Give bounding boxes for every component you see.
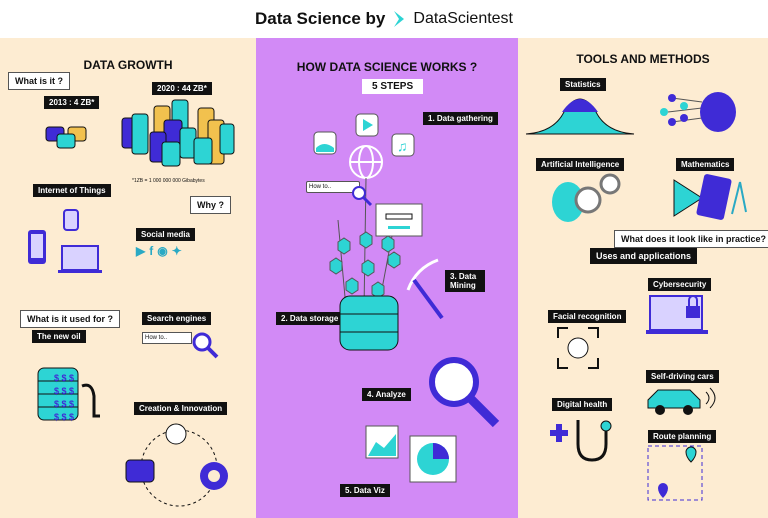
route-map-icon (647, 445, 703, 501)
neural-brain-icon (660, 92, 736, 132)
database-stack-large-icon (121, 99, 235, 167)
label-2020: 2020 : 44 ZB* (152, 82, 212, 95)
whatsapp-icon: ◉ (157, 244, 168, 258)
pickaxe-icon (406, 258, 444, 320)
page-title: Data Science by (254, 9, 386, 28)
how-data-science-works-panel: HOW DATA SCIENCE WORKS ? 5 STEPS 1. Data… (256, 38, 518, 518)
dollars-text: $ $ $$ $ $$ $ $$ $ $ (54, 373, 75, 422)
svg-text:♫: ♫ (397, 138, 408, 154)
label-self-driving-cars: Self-driving cars (646, 370, 719, 383)
bell-curve-icon (525, 98, 635, 135)
ai-brain-gears-icon (552, 173, 621, 222)
label-cybersecurity: Cybersecurity (648, 278, 712, 291)
footnote: *1ZB = 1 000 000 000 Gibabytes (132, 178, 205, 184)
what-is-it-bubble: What is it ? (8, 72, 70, 90)
social-icons: ▶f◉✦ (136, 244, 182, 258)
youtube-icon: ▶ (136, 244, 146, 258)
innovation-cycle-icon (125, 423, 228, 507)
step-5-label: 5. Data Viz (340, 484, 390, 497)
label-uses-applications: Uses and applications (590, 248, 698, 264)
used-for-bubble: What is it used for ? (20, 310, 121, 328)
stethoscope-icon (550, 420, 612, 462)
label-facial-recognition: Facial recognition (548, 310, 627, 323)
label-search-engines: Search engines (142, 312, 212, 325)
section-title: HOW DATA SCIENCE WORKS ? (296, 60, 478, 74)
data-growth-panel: DATA GROWTH What is it ? 2013 : 4 ZB* 20… (0, 38, 256, 518)
step-4-label: 4. Analyze (362, 388, 411, 401)
label-ai: Artificial Intelligence (536, 158, 625, 171)
twitter-icon: ✦ (171, 244, 182, 258)
label-digital-health: Digital health (552, 398, 613, 411)
practice-bubble: What does it look like in practice? (614, 230, 768, 248)
database-storage-icon (339, 295, 399, 351)
why-bubble: Why ? (190, 196, 231, 214)
cybersecurity-laptop-icon (646, 295, 708, 334)
magnifier-icon (352, 186, 373, 207)
facebook-icon: f (149, 244, 154, 258)
label-creation-innovation: Creation & Innovation (134, 402, 228, 415)
analyze-magnifier-icon (429, 357, 500, 428)
data-viz-charts-icon (365, 425, 457, 483)
data-gathering-graphic: ♫ (313, 113, 423, 331)
label-2013: 2013 : 4 ZB* (44, 96, 100, 109)
search-input: How to.. (142, 332, 192, 344)
step-2-label: 2. Data storage (276, 312, 344, 325)
math-tools-icon (673, 174, 747, 220)
datascientest-logo-icon (394, 11, 405, 27)
label-iot: Internet of Things (33, 184, 111, 197)
label-mathematics: Mathematics (676, 158, 735, 171)
iot-devices-icon (28, 209, 102, 273)
search-input: How to.. (306, 181, 360, 193)
steps-label: 5 STEPS (362, 79, 424, 94)
step-3-label: 3. Data Mining (445, 270, 485, 292)
step-1-label: 1. Data gathering (423, 112, 498, 125)
label-statistics: Statistics (560, 78, 606, 91)
section-title: DATA GROWTH (83, 58, 173, 72)
label-route-planning: Route planning (648, 430, 717, 443)
section-title: TOOLS AND METHODS (576, 52, 710, 66)
facial-recognition-icon (557, 327, 599, 369)
label-new-oil: The new oil (32, 330, 86, 343)
tools-and-methods-panel: TOOLS AND METHODS Statistics Artificial … (518, 38, 768, 518)
self-driving-car-icon (647, 387, 716, 415)
oil-barrel-database-icon (37, 367, 100, 421)
label-social-media: Social media (136, 228, 195, 241)
header: Data Science by DataScientest (0, 0, 768, 38)
magnifier-icon (192, 332, 219, 359)
brand-name: DataScientest (413, 10, 513, 27)
database-stack-small-icon (45, 126, 87, 149)
